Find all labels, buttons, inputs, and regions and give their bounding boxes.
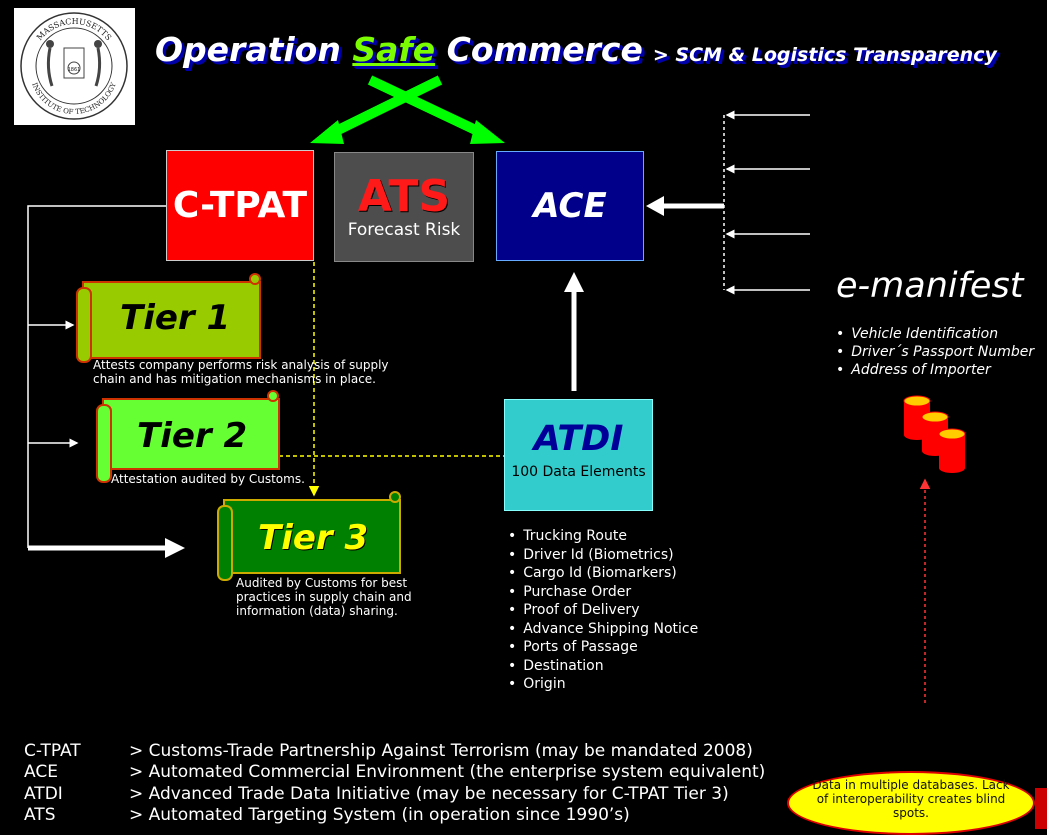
seal-year: 1861 xyxy=(68,67,81,73)
red-corner-bar xyxy=(1035,788,1047,829)
tier1-scroll xyxy=(76,273,261,363)
glossary-row: C-TPAT> Customs-Trade Partnership Agains… xyxy=(24,741,753,761)
list-item: Advance Shipping Notice xyxy=(508,620,698,639)
list-item: Ports of Passage xyxy=(508,638,698,657)
mit-seal: MASSACHUSETTS INSTITUTE OF TECHNOLOGY 18… xyxy=(14,8,135,125)
tier2-label: Tier 2 xyxy=(137,416,248,456)
list-item: Vehicle Identification xyxy=(836,325,1034,343)
list-item: Trucking Route xyxy=(508,527,698,546)
tier3: Tier 3 xyxy=(258,518,368,558)
page-title: Operation Safe Commerce> SCM & Logistics… xyxy=(155,30,997,69)
list-item: Address of Importer xyxy=(836,361,1034,379)
tier1-caption: Attests company performs risk analysis o… xyxy=(93,358,389,386)
tier1: Tier 1 xyxy=(120,298,230,338)
tier3-label: Tier 3 xyxy=(258,518,369,558)
ctpat-box: C-TPAT xyxy=(166,150,314,261)
glossary-row: ACE> Automated Commercial Environment (t… xyxy=(24,762,766,782)
ctpat-label: C-TPAT xyxy=(172,185,308,226)
tier1-label: Tier 1 xyxy=(120,298,231,338)
list-item: Cargo Id (Biomarkers) xyxy=(508,564,698,583)
emanifest-label: e-manifest xyxy=(836,266,1024,306)
note-bubble: Data in multiple databases. Lack of inte… xyxy=(787,771,1035,835)
list-item: Purchase Order xyxy=(508,583,698,602)
ace-label: ACE xyxy=(533,186,607,226)
list-item: Driver´s Passport Number xyxy=(836,343,1034,361)
list-item: Destination xyxy=(508,657,698,676)
database-icon xyxy=(903,395,966,473)
glossary-row: ATS> Automated Targeting System (in oper… xyxy=(24,805,630,825)
green-cross-arrows xyxy=(310,75,505,144)
atdi-box: ATDI 100 Data Elements xyxy=(504,399,653,511)
tier2-caption: Attestation audited by Customs. xyxy=(111,472,305,486)
ats-sub: Forecast Risk xyxy=(347,220,461,240)
atdi-elements-list: Trucking Route Driver Id (Biometrics) Ca… xyxy=(508,527,698,694)
list-item: Driver Id (Biometrics) xyxy=(508,546,698,565)
list-item: Proof of Delivery xyxy=(508,601,698,620)
ats-label: ATS xyxy=(357,171,451,222)
tier2-scroll xyxy=(96,390,280,483)
page-subtitle: > SCM & Logistics Transparency xyxy=(652,44,997,66)
tier2: Tier 2 xyxy=(137,416,247,456)
glossary-row: ATDI> Advanced Trade Data Initiative (ma… xyxy=(24,784,729,804)
atdi-sub: 100 Data Elements xyxy=(511,464,646,480)
ctpat-bracket xyxy=(27,205,166,548)
atdi-label: ATDI xyxy=(533,419,624,459)
list-item: Origin xyxy=(508,675,698,694)
ace-box: ACE xyxy=(496,151,644,261)
emanifest-list: Vehicle Identification Driver´s Passport… xyxy=(836,325,1034,379)
tier3-scroll xyxy=(217,491,401,581)
